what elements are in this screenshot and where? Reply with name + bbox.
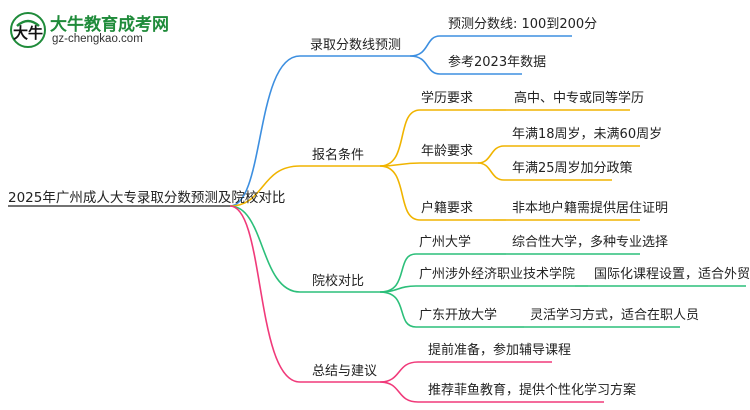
- node-foreign-economic-college-detail[interactable]: 国际化课程设置，适合外贸领域: [594, 267, 750, 282]
- connector-summary-to-recommend: [379, 381, 419, 403]
- branch-connectors-summary: [229, 205, 604, 403]
- connector-root-to-score: [229, 55, 301, 207]
- branch-signup-conditions[interactable]: 报名条件: [312, 148, 365, 163]
- node-reference-data[interactable]: 参考2023年数据: [448, 55, 547, 70]
- branch-connectors-signup: [229, 109, 640, 221]
- branch-score-prediction[interactable]: 录取分数线预测: [310, 38, 402, 53]
- connector-compare-to-foreign: [379, 285, 417, 293]
- node-age-18-60[interactable]: 年满18周岁，未满60周岁: [512, 127, 663, 142]
- node-predicted-score[interactable]: 预测分数线: 100到200分: [448, 17, 598, 32]
- connector-root-to-summary: [229, 205, 301, 383]
- connector-compare-to-open: [379, 291, 417, 328]
- node-foreign-economic-college[interactable]: 广州涉外经济职业技术学院: [419, 267, 576, 282]
- node-guangzhou-university[interactable]: 广州大学: [419, 235, 472, 250]
- node-age-requirement[interactable]: 年龄要求: [421, 144, 474, 159]
- node-guangzhou-university-detail[interactable]: 综合性大学，多种专业选择: [512, 235, 669, 250]
- branch-summary[interactable]: 总结与建议: [312, 364, 378, 379]
- svg-text:大牛: 大牛: [13, 24, 43, 42]
- node-education-detail[interactable]: 高中、中专或同等学历: [514, 91, 645, 106]
- node-hukou-requirement[interactable]: 户籍要求: [421, 201, 474, 216]
- connector-root-to-signup: [229, 165, 301, 207]
- node-education-requirement[interactable]: 学历要求: [421, 91, 474, 106]
- connector-score-to-predict: [409, 35, 441, 57]
- connector-summary-to-prepare: [379, 361, 419, 383]
- connector-age-to-18: [477, 145, 505, 164]
- site-logo[interactable]: 大牛 大牛教育成考网 gz-chengkao.com: [8, 8, 268, 52]
- branch-school-comparison[interactable]: 院校对比: [312, 274, 365, 289]
- root-topic[interactable]: 2025年广州成人大专录取分数预测及院校对比: [8, 190, 286, 206]
- connector-root-to-compare: [229, 205, 301, 293]
- logo-url: gz-chengkao.com: [52, 33, 143, 45]
- logo-title: 大牛教育成考网: [50, 15, 169, 35]
- connector-signup-to-edu: [379, 109, 421, 167]
- node-prepare-early[interactable]: 提前准备，参加辅导课程: [428, 343, 572, 358]
- node-guangdong-open-university[interactable]: 广东开放大学: [419, 308, 498, 323]
- connector-score-to-ref: [409, 55, 441, 75]
- node-recommendation[interactable]: 推荐菲鱼教育，提供个性化学习方案: [428, 383, 637, 398]
- node-guangdong-open-university-detail[interactable]: 灵活学习方式，适合在职人员: [530, 308, 700, 323]
- connector-signup-to-hukou: [379, 165, 421, 221]
- logo-icon: 大牛: [10, 12, 46, 48]
- branch-connectors-compare: [229, 205, 746, 328]
- node-hukou-detail[interactable]: 非本地户籍需提供居住证明: [512, 201, 669, 216]
- branch-connectors-score: [229, 35, 572, 207]
- node-age-25-bonus[interactable]: 年满25周岁加分政策: [512, 161, 633, 176]
- connector-age-to-25: [477, 162, 505, 181]
